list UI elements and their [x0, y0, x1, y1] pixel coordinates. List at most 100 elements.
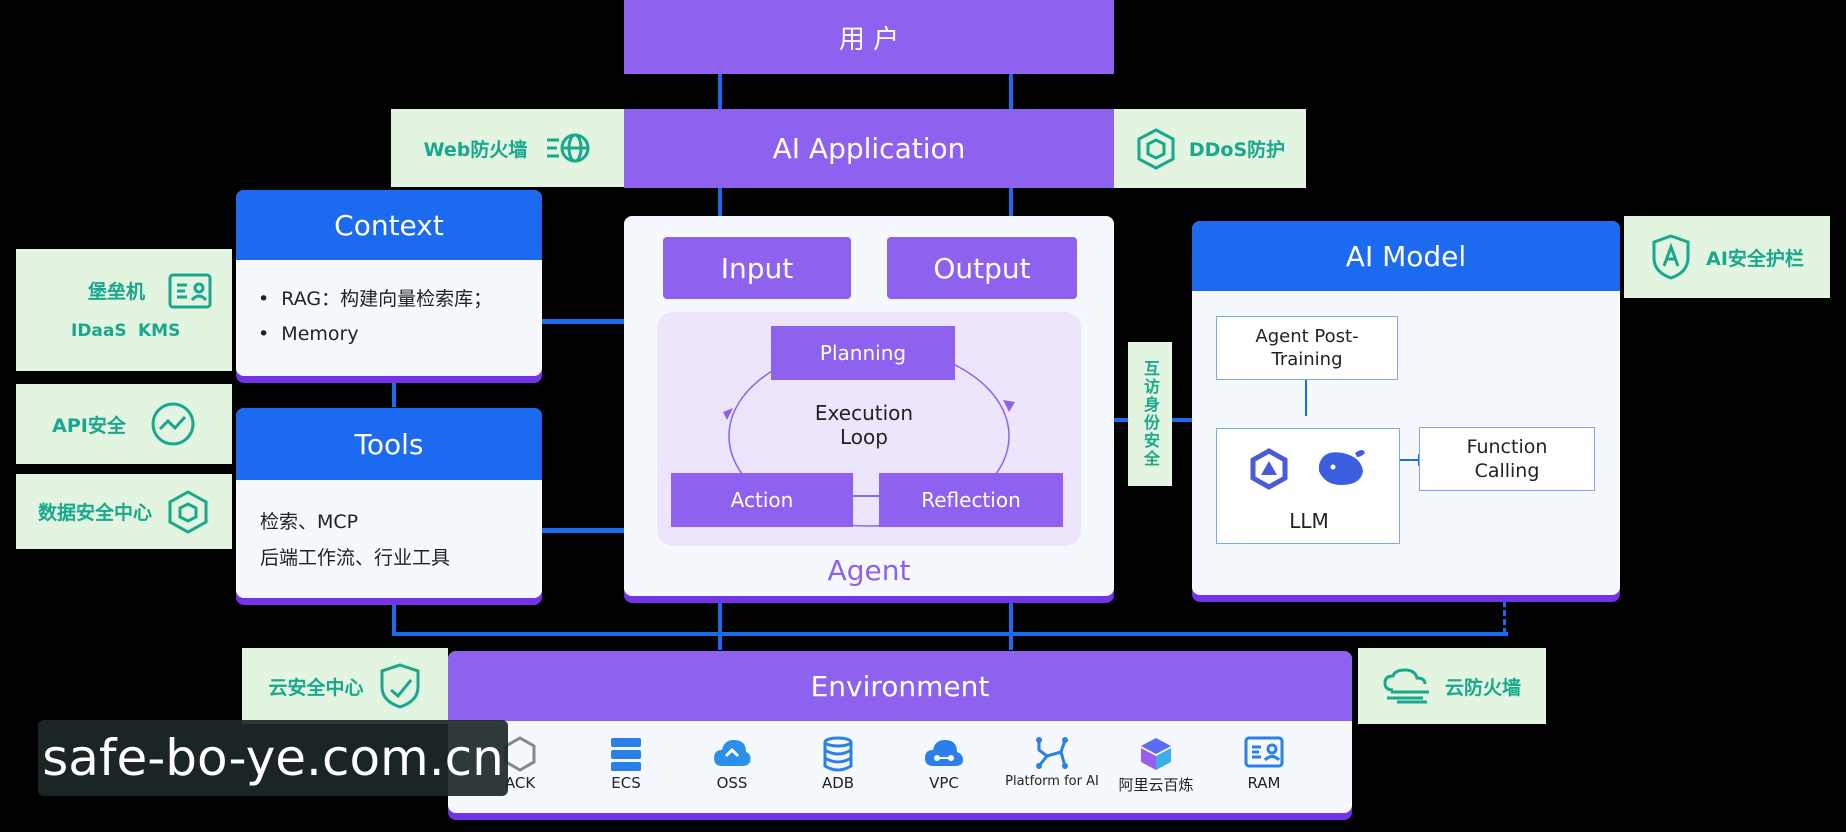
tools-line: 检索、MCP — [260, 511, 359, 533]
qwen-icon — [1247, 447, 1291, 491]
env-label: ECS — [611, 774, 641, 792]
adb-icon — [788, 736, 888, 774]
data-security-badge: 数据安全中心 — [16, 474, 232, 549]
agent-card: Input Output Planning Execution Loop Act… — [624, 216, 1114, 596]
connector-context-tools — [392, 377, 396, 407]
env-label: VPC — [929, 774, 959, 792]
action-label: Action — [730, 488, 794, 512]
env-item-ram: RAM — [1214, 736, 1314, 792]
idaas-label: IDaaS — [71, 321, 127, 341]
ai-guardrail-label: AI安全护栏 — [1706, 247, 1804, 270]
env-label: Platform for AI — [1005, 774, 1099, 789]
env-label: ACK — [504, 774, 536, 792]
web-firewall-badge: Web防火墙 — [391, 109, 624, 187]
environment-card: Environment — [448, 651, 1352, 813]
connector-app-input — [718, 188, 722, 238]
output-label: Output — [933, 251, 1031, 285]
function-calling-label: Function Calling — [1466, 436, 1548, 482]
planning-label: Planning — [819, 341, 907, 365]
input-label: Input — [720, 251, 794, 285]
post-training-box: Agent Post- Training — [1216, 316, 1398, 380]
shield-a-icon — [1650, 234, 1692, 280]
reflection-box: Reflection — [879, 473, 1063, 527]
tools-line: 后端工作流、行业工具 — [260, 547, 451, 569]
ai-model-card: AI Model Agent Post- Training LLM Functi… — [1192, 221, 1620, 595]
deepseek-whale-icon — [1315, 445, 1367, 491]
kms-label: KMS — [138, 321, 181, 341]
env-item-pai: Platform for AI — [992, 736, 1112, 789]
api-security-badge: API安全 — [16, 384, 232, 464]
action-box: Action — [671, 473, 853, 527]
connector-user-app-right — [1009, 74, 1013, 110]
env-item-bailian: 阿里云百炼 — [1104, 736, 1208, 795]
tools-title: Tools — [354, 427, 424, 461]
vpc-icon — [894, 736, 994, 774]
connector-agent-env-right — [1009, 596, 1013, 650]
ai-application-box: AI Application — [624, 109, 1114, 188]
ai-application-label: AI Application — [772, 132, 966, 165]
env-item-ecs: ECS — [576, 736, 676, 792]
connector-agent-env-left — [718, 596, 722, 650]
id-card-icon — [168, 273, 212, 309]
shield-check-icon — [378, 663, 422, 709]
input-box: Input — [663, 237, 851, 299]
watermark-text: safe-bo-ye.com.cn — [42, 729, 504, 787]
cloud-firewall-label: 云防火墙 — [1444, 676, 1521, 699]
env-label: OSS — [716, 774, 748, 792]
connector-app-output — [1009, 188, 1013, 238]
hex-box-icon — [166, 489, 210, 534]
function-calling-box: Function Calling — [1419, 427, 1595, 491]
connector-llm-function — [1400, 459, 1422, 461]
pai-icon — [992, 736, 1112, 774]
data-security-label: 数据安全中心 — [37, 502, 152, 524]
agent-label: Agent — [827, 553, 911, 587]
llm-box: LLM — [1216, 428, 1400, 544]
env-label: ADB — [821, 774, 855, 792]
connector-agent-context — [542, 319, 624, 324]
api-security-label: API安全 — [52, 414, 126, 437]
bastion-label: 堡垒机 — [88, 281, 146, 303]
ddos-label: DDoS防护 — [1188, 139, 1286, 161]
ram-icon — [1214, 736, 1314, 774]
tools-card: Tools 检索、MCP 后端工作流、行业工具 — [236, 408, 542, 598]
connector-bottom-bus — [392, 632, 1508, 636]
environment-title: Environment — [810, 669, 990, 703]
web-firewall-label: Web防火墙 — [423, 138, 528, 161]
context-item: • Memory — [258, 323, 359, 345]
ddos-badge: DDoS防护 — [1114, 109, 1306, 188]
tools-list: 检索、MCP 后端工作流、行业工具 — [260, 504, 450, 576]
environment-header: Environment — [448, 651, 1352, 721]
mutual-access-badge: 互访身份安全 — [1128, 342, 1172, 486]
post-training-label: Agent Post- Training — [1255, 326, 1359, 370]
user-box: 用 户 — [624, 0, 1114, 74]
context-header: Context — [236, 190, 542, 260]
mutual-access-label: 互访身份安全 — [1141, 360, 1160, 468]
oss-icon — [682, 736, 782, 774]
connector-agent-tools — [542, 528, 624, 533]
env-item-adb: ADB — [788, 736, 888, 792]
cloud-security-center-badge: 云安全中心 — [242, 648, 448, 724]
tools-header: Tools — [236, 408, 542, 480]
firewall-icon — [545, 128, 591, 168]
ecs-icon — [576, 736, 676, 774]
env-label: 阿里云百炼 — [1118, 776, 1194, 794]
connector-tools-bus — [392, 600, 396, 634]
env-label: RAM — [1247, 774, 1281, 792]
context-card: Context • RAG：构建向量检索库； • Memory — [236, 190, 542, 376]
ai-model-title: AI Model — [1345, 239, 1467, 273]
execution-loop-label: Execution Loop — [814, 401, 914, 449]
cloud-firewall-icon — [1383, 668, 1431, 704]
connector-posttraining-llm — [1305, 380, 1307, 416]
bastion-badge: 堡垒机 IDaaS KMS — [16, 249, 232, 371]
env-item-vpc: VPC — [894, 736, 994, 792]
connector-user-app-left — [718, 74, 722, 110]
output-box: Output — [887, 237, 1077, 299]
planning-box: Planning — [771, 326, 955, 380]
user-label: 用 户 — [838, 24, 900, 55]
watermark: safe-bo-ye.com.cn — [38, 720, 508, 796]
pulse-circle-icon — [150, 401, 196, 447]
bailian-icon — [1104, 736, 1208, 774]
context-item: • RAG：构建向量检索库； — [258, 288, 493, 310]
context-list: • RAG：构建向量检索库； • Memory — [258, 282, 492, 352]
cube-shield-icon — [1135, 127, 1177, 170]
